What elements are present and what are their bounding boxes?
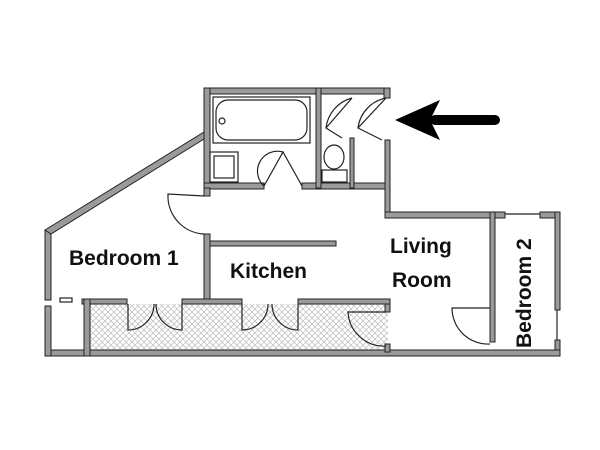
entrance-arrow-icon bbox=[395, 100, 500, 140]
bathtub bbox=[212, 96, 311, 144]
walls bbox=[44, 87, 561, 357]
room-label-bedroom-2: Bedroom 2 bbox=[513, 238, 536, 348]
room-label-kitchen: Kitchen bbox=[230, 260, 307, 283]
doors bbox=[59, 97, 558, 347]
closet-area bbox=[90, 304, 388, 350]
sink bbox=[209, 151, 239, 183]
room-label-living: Living bbox=[390, 235, 452, 258]
toilet bbox=[321, 144, 348, 183]
room-label-room: Room bbox=[392, 269, 452, 292]
room-label-bedroom-1: Bedroom 1 bbox=[69, 247, 179, 270]
